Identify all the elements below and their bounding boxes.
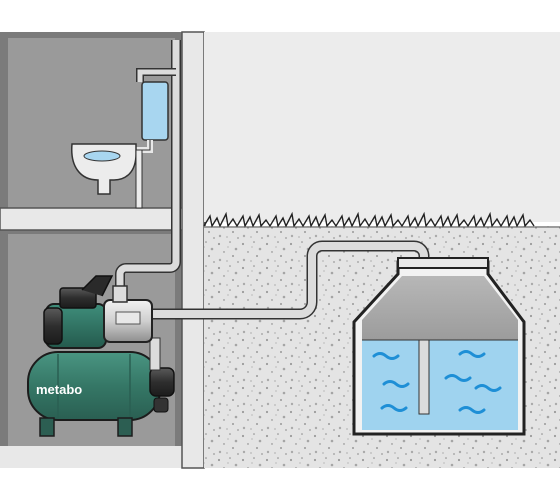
connection-hose — [149, 337, 161, 371]
toilet-cistern — [141, 81, 169, 141]
grass-line — [203, 211, 535, 229]
pump-label-plate — [115, 311, 141, 325]
motor-fan-cover — [43, 307, 63, 345]
house-wall-right — [181, 31, 205, 469]
suction-pipe-end — [418, 339, 430, 415]
pump-unit: metabo — [27, 275, 175, 437]
cistern-manhole — [397, 257, 489, 269]
brand-logo: metabo — [36, 382, 82, 397]
toilet-water — [83, 150, 121, 162]
tank-foot-left — [39, 417, 55, 437]
pressure-switch — [149, 367, 175, 397]
house-pipe — [115, 40, 181, 290]
basement-floor — [0, 446, 205, 468]
tank-foot-right — [117, 417, 133, 437]
toilet-base — [135, 149, 143, 209]
water-waves — [372, 350, 502, 414]
cistern-inner-top — [362, 276, 518, 340]
suction-pipe — [150, 240, 430, 414]
toilet — [71, 81, 169, 209]
cistern-water — [362, 340, 518, 430]
pump-outlet — [112, 285, 128, 303]
sky-area — [204, 32, 560, 222]
carry-handle — [81, 275, 114, 297]
terminal-box — [59, 287, 97, 309]
underground-cistern — [352, 257, 526, 436]
switch-knob — [153, 397, 169, 413]
